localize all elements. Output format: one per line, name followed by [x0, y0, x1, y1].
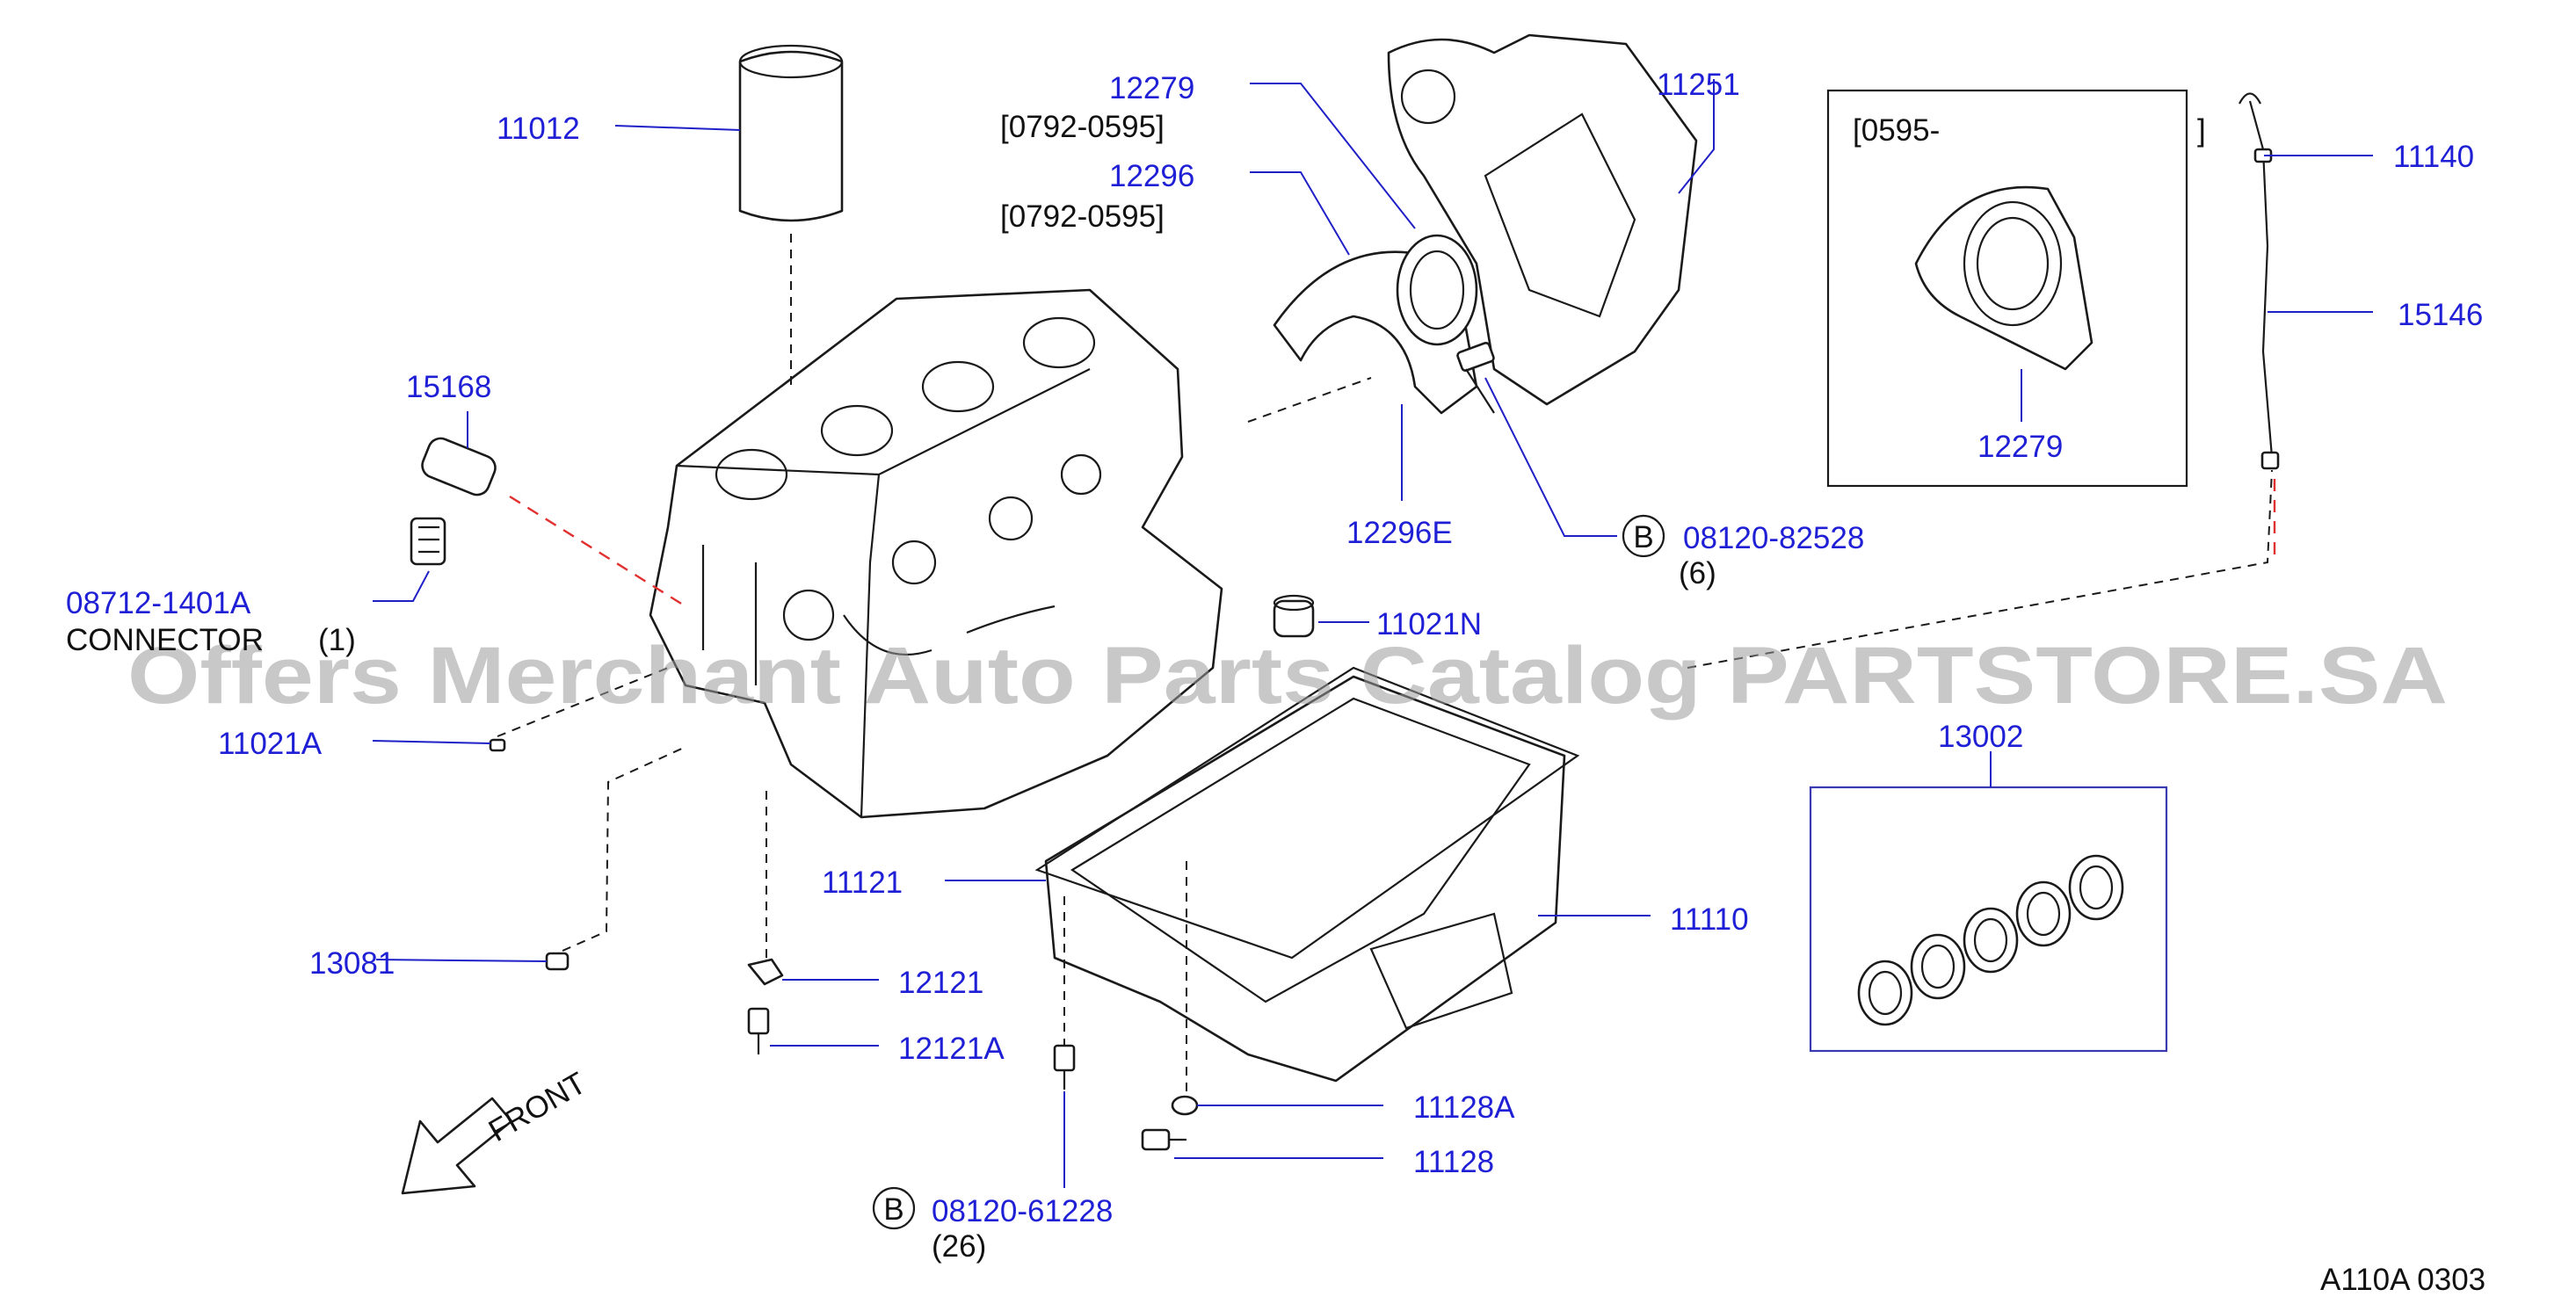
callout-12279-inset[interactable]: 12279 [1977, 430, 2063, 464]
callout-11121[interactable]: 11121 [822, 866, 903, 900]
rear-plate[interactable] [1387, 33, 1698, 406]
bolt-08120-82528[interactable] [1456, 341, 1495, 414]
bearing-set-box [1809, 786, 2168, 1053]
drain-plug-11128[interactable] [1141, 1128, 1186, 1151]
callout-11012[interactable]: 11012 [497, 112, 580, 146]
inset-rear-seal[interactable] [1914, 185, 2093, 371]
callout-08120-61228[interactable]: 08120-61228 [932, 1194, 1113, 1228]
callout-12296[interactable]: 12296 [1109, 159, 1194, 193]
date-range-1: [0792-0595] [1000, 110, 1165, 144]
callout-12296e[interactable]: 12296E [1346, 516, 1453, 550]
bolt-08120-61228[interactable] [1053, 1044, 1076, 1090]
callout-11021a[interactable]: 11021A [218, 727, 323, 761]
callout-11110[interactable]: 11110 [1670, 902, 1749, 937]
callout-08712-1401a[interactable]: 08712-1401A [66, 586, 251, 620]
inset-range-open: [0595- [1853, 113, 1940, 148]
plug-13081[interactable] [545, 952, 570, 971]
callout-12121[interactable]: 12121 [898, 966, 983, 1000]
bolt-12121a[interactable] [747, 1007, 770, 1054]
connector-qty: (1) [318, 623, 356, 657]
inset-range-close: ] [2197, 113, 2206, 148]
washer-11128a[interactable] [1171, 1095, 1199, 1116]
main-bearing-set[interactable] [1857, 854, 2124, 1026]
b-marker-1: B [1633, 520, 1653, 554]
callout-15168[interactable]: 15168 [406, 370, 491, 404]
date-range-2: [0792-0595] [1000, 199, 1165, 234]
plug-11021a[interactable] [489, 738, 506, 752]
cylinder-block[interactable] [649, 288, 1223, 819]
leader-lines [372, 79, 2373, 1188]
callout-12121a[interactable]: 12121A [898, 1032, 1005, 1066]
callout-13002[interactable]: 13002 [1938, 720, 2023, 754]
callout-11140[interactable]: 11140 [2393, 140, 2474, 174]
callout-13081[interactable]: 13081 [309, 946, 395, 981]
plug-11021n[interactable] [1273, 594, 1315, 638]
callout-11021n[interactable]: 11021N [1376, 607, 1482, 641]
connector-label: CONNECTOR [66, 623, 264, 657]
qty-6: (6) [1679, 556, 1716, 590]
callout-11128[interactable]: 11128 [1413, 1145, 1494, 1179]
b-marker-circle [1622, 514, 1665, 558]
front-arrow-icon [401, 1097, 513, 1195]
callout-08120-82528[interactable]: 08120-82528 [1683, 521, 1864, 555]
oil-pan[interactable] [1044, 675, 1566, 1083]
callout-11251[interactable]: 11251 [1657, 68, 1740, 102]
b-marker-circle [872, 1186, 916, 1230]
bracket-12121[interactable] [747, 958, 784, 986]
oil-pan-gasket[interactable] [1034, 666, 1580, 960]
watermark: Offers Merchant Auto Parts Catalog PARTS… [127, 631, 2448, 721]
rear-oil-seal-retainer[interactable] [1273, 234, 1478, 415]
oil-filter[interactable] [738, 44, 844, 222]
b-marker-2: B [883, 1192, 903, 1227]
callout-15146[interactable]: 15146 [2398, 298, 2483, 332]
oil-pressure-switch[interactable] [410, 435, 499, 566]
callout-12279-top[interactable]: 12279 [1109, 71, 1194, 105]
oil-dipstick[interactable] [2239, 92, 2280, 470]
footer-code: A110A 0303 [2320, 1263, 2485, 1297]
guide-lines [497, 234, 2276, 1094]
inset-box [1826, 89, 2188, 488]
callout-11128a[interactable]: 11128A [1413, 1090, 1515, 1125]
qty-26: (26) [932, 1229, 986, 1264]
